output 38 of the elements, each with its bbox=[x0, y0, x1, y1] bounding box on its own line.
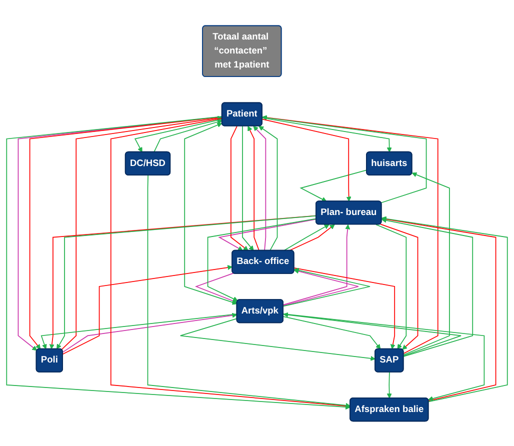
arrow bbox=[262, 114, 438, 354]
arrow bbox=[62, 312, 238, 352]
arrow bbox=[194, 272, 238, 303]
arrow bbox=[218, 218, 317, 250]
arrow bbox=[282, 316, 381, 349]
arrow bbox=[262, 114, 427, 203]
arrow bbox=[134, 118, 223, 152]
arrow bbox=[262, 118, 352, 202]
arrow bbox=[282, 313, 485, 401]
arrow bbox=[62, 264, 233, 354]
arrow bbox=[381, 217, 474, 356]
arrow bbox=[110, 117, 351, 408]
arrow bbox=[40, 313, 238, 349]
arrow bbox=[207, 218, 317, 301]
arrow bbox=[282, 268, 359, 306]
arrow bbox=[386, 371, 392, 398]
arrow bbox=[376, 224, 407, 349]
arrow bbox=[230, 125, 248, 250]
arrow bbox=[283, 224, 330, 251]
arrow bbox=[154, 119, 222, 152]
arrow bbox=[283, 312, 462, 356]
arrow bbox=[253, 125, 266, 251]
arrow bbox=[380, 223, 418, 350]
arrow bbox=[282, 224, 350, 305]
arrow bbox=[300, 169, 368, 202]
arrow bbox=[184, 122, 238, 304]
arrow bbox=[248, 125, 260, 251]
arrow bbox=[180, 318, 376, 361]
arrow bbox=[262, 117, 392, 152]
arrow bbox=[282, 267, 370, 306]
arrow bbox=[242, 125, 254, 250]
arrow bbox=[288, 224, 335, 251]
arrow bbox=[6, 116, 351, 410]
arrow bbox=[258, 125, 278, 251]
arrow bbox=[147, 174, 351, 408]
arrow bbox=[403, 172, 450, 355]
arrow bbox=[294, 267, 396, 349]
arrow bbox=[61, 115, 222, 350]
